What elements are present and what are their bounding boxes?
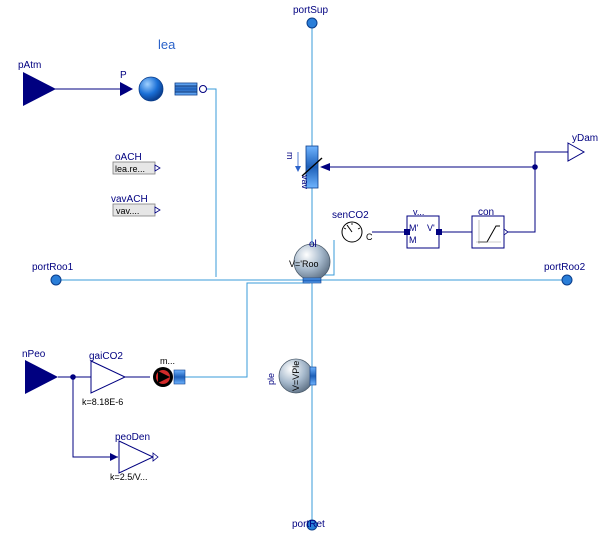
block-con-output-arrow-icon[interactable] — [503, 228, 509, 236]
port-portRoo1[interactable]: portRoo1 — [32, 262, 74, 286]
block-senCO2-needle — [346, 224, 353, 233]
output-oACH[interactable]: oACH lea.re... — [112, 152, 161, 175]
arrow-to-peoden — [110, 453, 118, 461]
block-peoDen-output-arrow-icon — [152, 452, 159, 462]
block-mflow-pump-arrow — [158, 371, 170, 383]
block-senCO2-pin-label: C — [366, 232, 373, 242]
output-yDam[interactable]: yDam — [567, 133, 598, 162]
block-v-input-pin[interactable] — [404, 229, 410, 235]
block-vav[interactable]: vav m — [285, 145, 323, 190]
output-oACH-value: lea.re... — [115, 164, 145, 174]
block-vol-label: ol — [309, 239, 317, 250]
signal-con-to-ydam — [505, 151, 568, 233]
input-nPeo[interactable]: nPeo — [22, 349, 58, 394]
block-vol-inner: V='Roo — [289, 259, 319, 269]
signal-npeo-to-peoden — [72, 377, 118, 458]
block-senCO2-tick-1 — [343, 227, 347, 230]
pipe-mflow — [185, 282, 310, 378]
block-ple-label: ple — [266, 373, 276, 385]
block-ple[interactable]: ple V=VPle — [266, 358, 317, 394]
block-vol-port-strip[interactable] — [302, 277, 322, 284]
input-pAtm[interactable]: pAtm — [18, 60, 56, 106]
block-lea-pin-p: P — [120, 70, 127, 81]
block-gaiCO2-param: k=8.18E-6 — [82, 397, 123, 407]
port-portSup-label: portSup — [293, 5, 328, 16]
input-nPeo-triangle-icon[interactable] — [25, 360, 58, 394]
output-yDam-label: yDam — [572, 133, 598, 144]
block-gaiCO2[interactable]: gaiCO2 k=8.18E-6 — [82, 351, 127, 407]
arrow-to-vav — [320, 163, 330, 171]
block-v-label: v... — [413, 207, 424, 217]
block-lea-port-icon[interactable] — [199, 85, 207, 93]
block-vav-blade-icon — [301, 157, 323, 177]
block-lea-boundary-ball-icon — [138, 76, 164, 102]
block-lea-p-input-icon — [120, 82, 133, 96]
junction-dot-npeo — [70, 374, 76, 380]
block-mflow-label: m... — [160, 356, 175, 366]
port-portRoo2-label: portRoo2 — [544, 262, 586, 273]
block-lea-title: lea — [158, 37, 176, 52]
block-v-output-pin[interactable] — [436, 229, 442, 235]
block-senCO2[interactable]: senCO2 C — [332, 210, 373, 243]
block-v-top-left: M' — [409, 223, 418, 233]
port-portSup[interactable]: portSup — [293, 5, 328, 29]
output-vavACH-arrow-icon — [154, 206, 161, 214]
port-portRoo1-icon[interactable] — [50, 274, 62, 286]
input-nPeo-label: nPeo — [22, 349, 46, 360]
input-pAtm-triangle-icon[interactable] — [23, 72, 56, 106]
port-portRet-label: portRet — [292, 519, 325, 530]
port-portRoo2[interactable]: portRoo2 — [544, 262, 586, 286]
block-vav-label: vav — [300, 175, 310, 190]
block-con-label: con — [478, 207, 494, 218]
output-vavACH-value: vav.... — [116, 206, 139, 216]
block-vav-flow-arrow-head — [295, 166, 301, 172]
block-lea-duct-icon — [174, 82, 198, 96]
port-portRet-icon[interactable] — [306, 519, 318, 531]
port-portRoo1-label: portRoo1 — [32, 262, 74, 273]
block-gaiCO2-triangle-icon — [90, 360, 127, 394]
signal-connections — [55, 88, 568, 458]
block-mflow-port-strip[interactable] — [173, 369, 186, 385]
block-peoDen-triangle-icon — [118, 440, 155, 474]
output-oACH-arrow-icon — [154, 164, 161, 172]
output-vavACH-label: vavACH — [111, 194, 148, 205]
input-pAtm-label: pAtm — [18, 60, 41, 71]
block-mflow[interactable]: m... — [153, 356, 186, 387]
block-vav-y-label: m — [285, 152, 295, 160]
block-gaiCO2-label: gaiCO2 — [89, 351, 123, 362]
block-senCO2-label: senCO2 — [332, 210, 369, 221]
port-portSup-icon[interactable] — [306, 17, 318, 29]
block-v-top-right: V' — [427, 223, 435, 233]
block-peoDen-param: k=2.5/V... — [110, 472, 147, 482]
port-portRet[interactable]: portRet — [292, 519, 325, 531]
block-con[interactable]: con — [471, 207, 509, 249]
block-con-body — [471, 215, 505, 249]
block-v[interactable]: v... M' V' M — [404, 207, 442, 249]
junction-dot-con — [532, 164, 538, 170]
port-portRoo2-icon[interactable] — [561, 274, 573, 286]
pipe-leak — [207, 88, 217, 277]
block-ple-inner: V=VPle — [291, 361, 301, 391]
output-yDam-triangle-icon[interactable] — [567, 142, 586, 162]
output-oACH-label: oACH — [115, 152, 142, 163]
block-v-bottom: M — [409, 235, 417, 245]
block-senCO2-tick-3 — [357, 227, 361, 230]
block-vol[interactable]: ol V='Roo — [289, 239, 331, 284]
block-lea[interactable]: lea P — [120, 37, 207, 102]
block-ple-port-strip[interactable] — [309, 366, 317, 386]
output-vavACH[interactable]: vavACH vav.... — [111, 194, 161, 217]
block-peoDen[interactable]: peoDen k=2.5/V... — [110, 432, 159, 482]
block-peoDen-label: peoDen — [115, 432, 150, 443]
